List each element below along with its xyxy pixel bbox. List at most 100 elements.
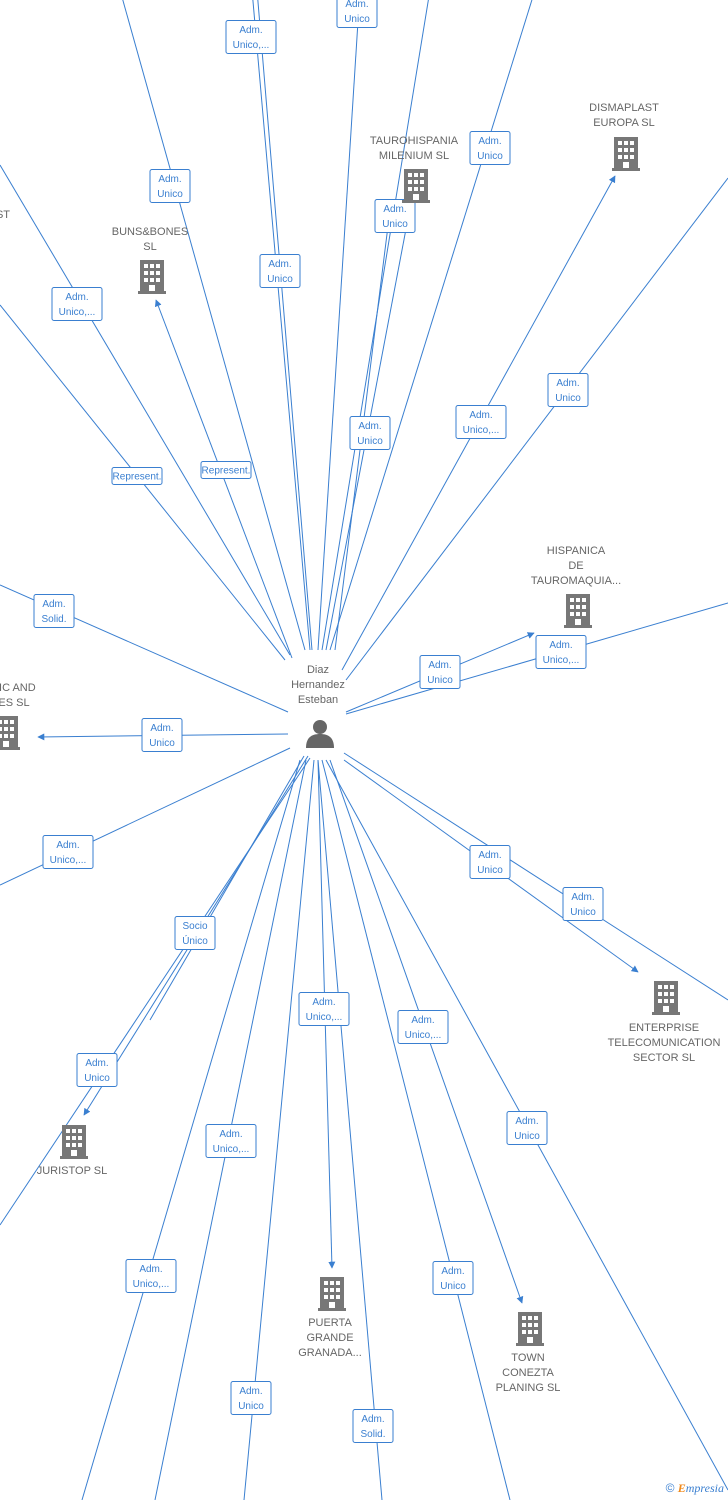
edge-label[interactable]: Adm.Solid.	[352, 1409, 394, 1443]
edge-label-box	[225, 20, 277, 54]
edge-label[interactable]: Adm.Unico,...	[455, 405, 507, 439]
edge-label-box	[149, 169, 191, 203]
edge-label-text: Adm.	[361, 1414, 384, 1425]
edge-label[interactable]: Adm.Unico,...	[51, 287, 103, 321]
edge-label[interactable]: Adm.Unico	[374, 199, 416, 233]
edge-label-text: Adm.	[441, 1266, 464, 1277]
edge-label-box	[547, 373, 589, 407]
node-label: PLANING SL	[496, 1382, 561, 1394]
edge-label-text: Adm.	[571, 892, 594, 903]
edge-label-text: Unico	[477, 865, 503, 876]
edge-label-box	[125, 1259, 177, 1293]
edge-label-text: Adm.	[139, 1264, 162, 1275]
node-label: TOWN	[511, 1352, 544, 1364]
edge-label[interactable]: Represent.	[200, 461, 252, 479]
edge-label-box	[33, 594, 75, 628]
edge-label[interactable]: Adm.Unico	[469, 131, 511, 165]
edge-label[interactable]: Adm.Unico,...	[298, 992, 350, 1026]
edge-line	[317, 0, 360, 651]
edge-label-text: Unico	[157, 189, 183, 200]
edge-label-text: Adm.	[65, 292, 88, 303]
edge-label[interactable]: Adm.Unico,...	[125, 1259, 177, 1293]
edge-label[interactable]: Adm. Unico	[419, 655, 461, 689]
edge-label-text: Unico	[477, 151, 503, 162]
edge-label[interactable]: Adm.Unico	[230, 1381, 272, 1415]
edge-label-text: Único	[182, 934, 208, 947]
edge-label[interactable]: Adm.Unico	[141, 718, 183, 752]
edge-label-text: Adm.	[428, 660, 451, 671]
edge-label-box	[397, 1010, 449, 1044]
edge-line	[329, 0, 533, 651]
company-node[interactable]: JURISTOP SL	[37, 1125, 108, 1177]
edge-label-text: Adm.	[219, 1129, 242, 1140]
edge-label-text: Adm.	[239, 1386, 262, 1397]
edge-label[interactable]: Adm.Unico,...	[397, 1010, 449, 1044]
edge-label-text: Adm.	[85, 1058, 108, 1069]
edge-line	[345, 177, 728, 681]
edge-label-text: Adm.	[42, 599, 65, 610]
edge-label-box	[76, 1053, 118, 1087]
edge-label[interactable]: Represent.	[111, 467, 163, 485]
edge-label[interactable]: Adm.Unico,...	[42, 835, 94, 869]
node-label: ST	[0, 209, 10, 221]
node-label: ENTERPRISE	[629, 1022, 699, 1034]
edge-label-text: Unico	[344, 14, 370, 25]
company-node[interactable]: HISPANICADETAUROMAQUIA...	[531, 545, 621, 628]
node-label: SECTOR SL	[633, 1052, 695, 1064]
edge-label-box	[352, 1409, 394, 1443]
edge-label-text: Adm.	[549, 640, 572, 651]
edge-label[interactable]: Adm.Unico	[432, 1261, 474, 1295]
company-node[interactable]: PUERTAGRANDEGRANADA...	[298, 1277, 362, 1359]
node-label: HISPANICA	[547, 545, 606, 557]
edge-label-text: Adm.	[383, 204, 406, 215]
edge-label-text: Solid.	[41, 614, 66, 625]
edge-label[interactable]: Adm. Solid.	[33, 594, 75, 628]
brand-name: mpresia	[685, 1481, 724, 1495]
edge-label-box	[562, 887, 604, 921]
edge-label[interactable]: Adm.Unico,...	[205, 1124, 257, 1158]
brand-logo[interactable]: Empresia	[678, 1481, 724, 1495]
edge-label-box	[419, 655, 461, 689]
company-node[interactable]: ST	[0, 209, 10, 221]
edge-label-text: Represent.	[113, 472, 162, 483]
edge-label[interactable]: Adm.Unico	[349, 416, 391, 450]
edge-label[interactable]: Adm.Unico	[76, 1053, 118, 1087]
edge-label[interactable]: Adm. Unico	[149, 169, 191, 203]
building-icon	[612, 137, 640, 171]
edge-label-text: Adm.	[158, 174, 181, 185]
edge-label-box	[230, 1381, 272, 1415]
edge-line	[252, 0, 311, 651]
node-label: Hernandez	[291, 679, 345, 691]
edge-label[interactable]: Adm.Unico	[547, 373, 589, 407]
edge-label[interactable]: Adm. Unico	[562, 887, 604, 921]
edge-label-text: Represent.	[202, 466, 251, 477]
building-icon	[60, 1125, 88, 1159]
edge-label[interactable]: Adm.Unico	[469, 845, 511, 879]
edge-label[interactable]: Adm.Unico,...	[535, 635, 587, 669]
building-icon	[0, 716, 20, 750]
edge-label-box	[298, 992, 350, 1026]
building-icon	[516, 1312, 544, 1346]
edge-label-box	[141, 718, 183, 752]
edge-label[interactable]: Adm.Unico,...	[225, 20, 277, 54]
edge-label-text: Unico	[427, 675, 453, 686]
edge-label-text: Unico	[570, 907, 596, 918]
edge-label-text: Adm.	[345, 0, 368, 10]
edge-label[interactable]: Adm. Unico	[336, 0, 378, 28]
node-label: TAUROHISPANIA	[370, 135, 459, 147]
edge-label-text: Adm.	[411, 1015, 434, 1026]
edge-line	[321, 759, 511, 1500]
edge-line	[81, 759, 301, 1500]
edge-label[interactable]: Adm.Unico	[259, 254, 301, 288]
building-icon	[564, 594, 592, 628]
edge-label[interactable]: Adm.Unico	[506, 1111, 548, 1145]
